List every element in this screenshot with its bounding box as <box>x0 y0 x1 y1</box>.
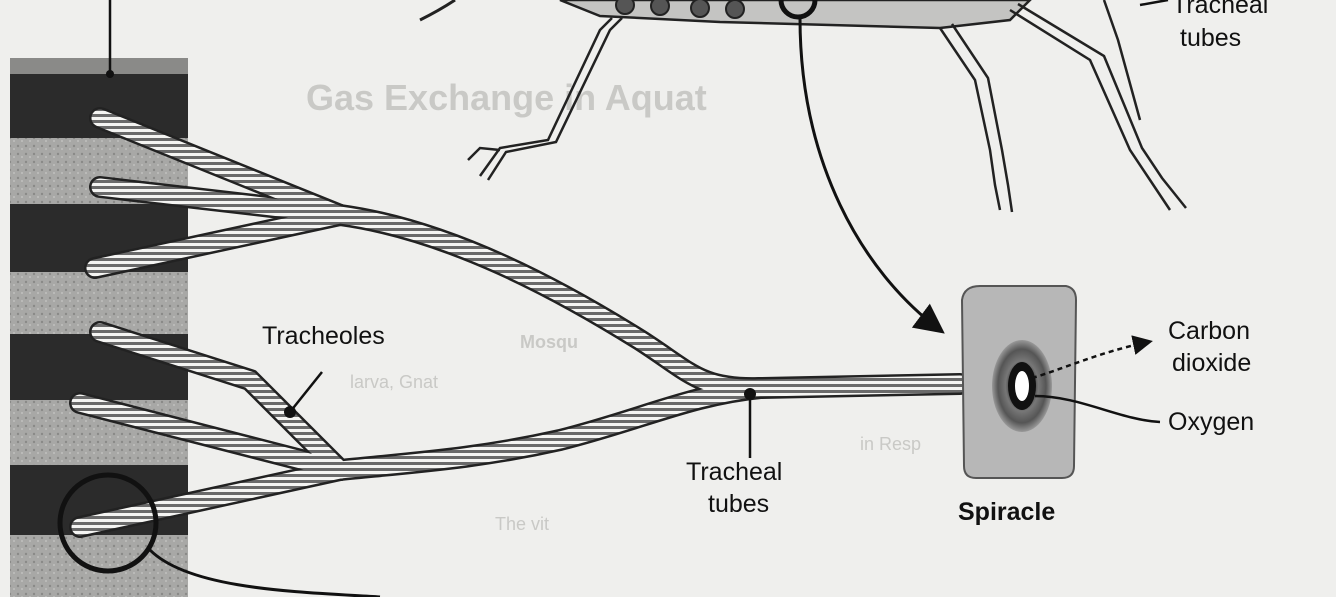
tracheal-top-leader <box>1140 0 1168 5</box>
bleed-heading: Gas Exchange in Aquat <box>306 77 707 118</box>
bleed-line-b: larva, Gnat <box>350 372 438 392</box>
insect-body <box>420 0 1030 28</box>
insect-leg-right-front <box>940 24 1012 212</box>
bleed-line-a: Mosqu <box>520 332 578 352</box>
tracheoles-dot <box>284 406 296 418</box>
label-tracheal-tubes-top: Tracheal tubes <box>1172 0 1268 52</box>
bleed-line-c: The vit <box>495 514 549 534</box>
tracheal-mid-dot <box>744 388 756 400</box>
spiracle <box>962 286 1076 478</box>
label-spiracle: Spiracle <box>958 498 1055 526</box>
label-line: Carbon <box>1168 317 1250 345</box>
insect-leg-right-rear <box>1010 0 1186 210</box>
label-tracheoles: Tracheoles <box>262 322 385 350</box>
label-carbon-dioxide: Carbon dioxide <box>1168 317 1251 377</box>
label-line: tubes <box>1180 24 1241 52</box>
label-tracheal-tubes-mid: Tracheal tubes <box>686 458 782 518</box>
label-oxygen: Oxygen <box>1168 408 1254 436</box>
tracheoles-leader <box>290 372 322 412</box>
spiracle-callout-arrow <box>800 18 940 330</box>
label-line: Tracheal <box>1172 0 1268 19</box>
bleed-line-d: in Resp <box>860 434 921 454</box>
label-line: tubes <box>708 490 769 518</box>
top-pointer-dot <box>106 70 114 78</box>
label-line: Tracheal <box>686 458 782 486</box>
label-line: dioxide <box>1172 349 1251 377</box>
